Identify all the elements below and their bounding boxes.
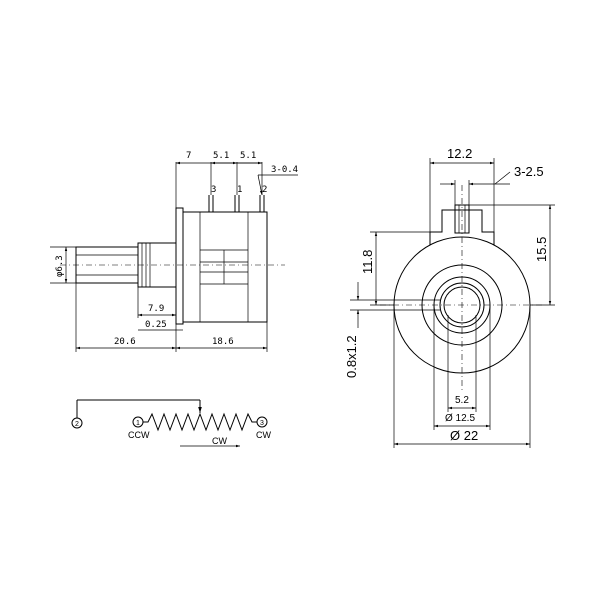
dim-15-5: 15.5 (534, 237, 549, 262)
term-3-number: 3 (260, 420, 264, 427)
dim-dia-22: Ø 22 (450, 428, 478, 443)
dim-3-0-4: 3-0.4 (271, 165, 298, 175)
pin-3: 3 (211, 185, 216, 195)
dim-7: 7 (186, 151, 191, 161)
dim-dia-12-5: Ø 12.5 (445, 413, 475, 424)
dim-0-8x1-2: 0.8x1.2 (344, 335, 359, 378)
resistor-zigzag (143, 412, 257, 432)
label-cw-right: CW (256, 430, 271, 440)
dim-5-1-a: 5.1 (213, 151, 229, 161)
schematic: 2 1 3 CCW CW CW (71, 399, 271, 448)
dim-3-2-5: 3-2.5 (514, 164, 544, 179)
dim-7-9: 7.9 (148, 304, 164, 314)
dim-5-2: 5.2 (455, 395, 469, 406)
pin-1: 1 (237, 185, 242, 195)
dim-12-2: 12.2 (447, 146, 472, 161)
pin-2: 2 (262, 185, 267, 195)
dim-18-6: 18.6 (212, 337, 234, 347)
dim-20-6: 20.6 (114, 337, 136, 347)
term-1-number: 1 (136, 420, 140, 427)
side-view: 7 5.1 5.1 3-0.4 3 1 2 φ6.3 7.9 0.25 20.6… (50, 151, 298, 352)
front-view: 12.2 3-2.5 15.5 11.8 0.8x1.2 5.2 Ø 12 (344, 146, 555, 448)
dim-11-8: 11.8 (360, 250, 375, 274)
term-2-number: 2 (75, 421, 79, 428)
label-cw-arrow: CW (212, 436, 227, 446)
side-flange (175, 207, 184, 325)
dim-dia-6-3: φ6.3 (55, 255, 65, 277)
dim-0-25: 0.25 (145, 320, 167, 330)
label-ccw: CCW (128, 430, 150, 440)
side-body (182, 211, 268, 323)
dim-5-1-b: 5.1 (240, 151, 256, 161)
